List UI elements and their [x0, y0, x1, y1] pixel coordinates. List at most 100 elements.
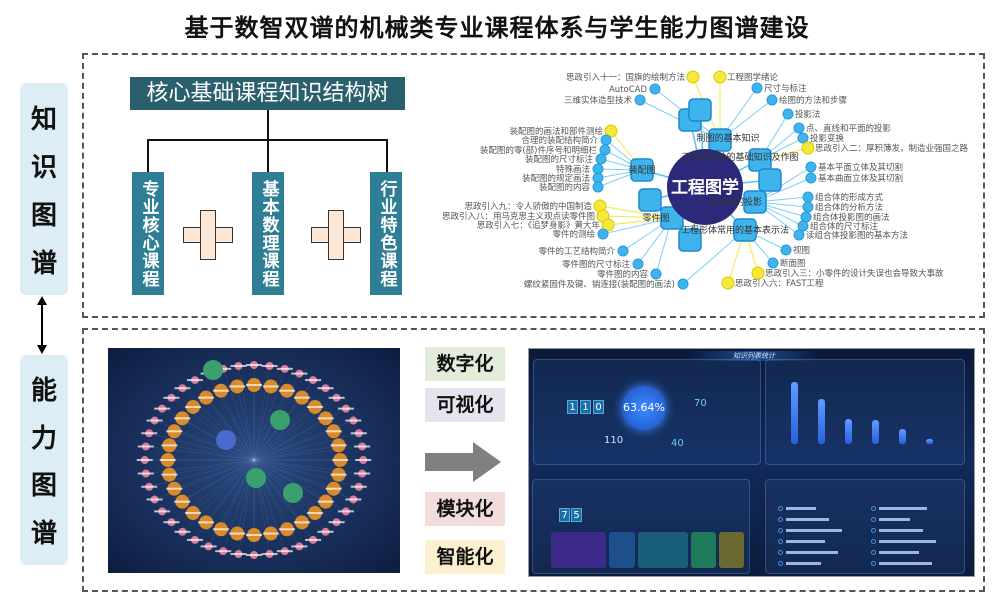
knowledge-node[interactable]	[767, 257, 779, 269]
tree-child-core: 专业核心课程	[132, 172, 164, 295]
knowledge-label: 三维实体造型技术	[564, 95, 633, 106]
hub-node[interactable]	[708, 128, 732, 152]
knowledge-node[interactable]	[802, 201, 814, 213]
resource-list-item[interactable]	[778, 550, 838, 555]
resource-block	[691, 532, 716, 568]
hub-node[interactable]	[678, 228, 702, 252]
ability-graph-image	[108, 348, 400, 573]
knowledge-node[interactable]	[793, 229, 805, 241]
hub-label: 组合体的投影	[708, 196, 762, 208]
knowledge-node[interactable]	[617, 245, 629, 257]
label-char: 识	[30, 152, 57, 183]
knowledge-node[interactable]	[632, 258, 644, 270]
resource-list-item[interactable]	[871, 506, 927, 511]
knowledge-node[interactable]	[650, 268, 662, 280]
hub-node[interactable]	[688, 98, 712, 122]
hub-node[interactable]	[733, 218, 757, 242]
tree-connector	[386, 139, 388, 172]
knowledge-label: 尺寸与标注	[764, 83, 807, 94]
center-label: 工程图学	[671, 177, 739, 198]
hub-node[interactable]	[630, 158, 654, 182]
resource-list-item[interactable]	[871, 550, 919, 555]
hub-label: 制图的基本知识	[696, 132, 759, 144]
knowledge-node[interactable]	[793, 122, 805, 134]
knowledge-node[interactable]	[800, 211, 812, 223]
label-char: 图	[30, 200, 57, 231]
page-title: 基于数智双谱的机械类专业课程体系与学生能力图谱建设	[184, 14, 810, 42]
hub-node[interactable]	[758, 168, 782, 192]
stat-value: 70	[694, 398, 707, 409]
label-char: 谱	[30, 248, 57, 279]
knowledge-label: 绘图的方法和步骤	[779, 95, 848, 106]
knowledge-label: 零件的工艺结构简介	[538, 246, 615, 257]
ideology-node[interactable]	[801, 141, 815, 155]
knowledge-node[interactable]	[805, 172, 817, 184]
ideology-node[interactable]	[751, 266, 765, 280]
knowledge-node[interactable]	[634, 94, 646, 106]
ideology-node[interactable]	[721, 276, 735, 290]
knowledge-label: 组合体的形成方式	[815, 192, 884, 203]
ability-core-node	[203, 360, 223, 380]
resource-list-item[interactable]	[871, 539, 936, 544]
knowledge-node[interactable]	[797, 132, 809, 144]
knowledge-node[interactable]	[802, 191, 814, 203]
knowledge-node[interactable]	[751, 82, 763, 94]
knowledge-node[interactable]	[797, 220, 809, 232]
resource-list-item[interactable]	[778, 539, 825, 544]
knowledge-label: 装配图的画法和部件测绘	[509, 126, 603, 137]
label-char: 图	[30, 471, 57, 502]
double-arrow-icon	[37, 296, 47, 354]
resource-list-item[interactable]	[778, 528, 842, 533]
hub-label: 装配图	[628, 164, 655, 176]
ability-core-node	[270, 410, 290, 430]
knowledge-node[interactable]	[599, 144, 611, 156]
knowledge-node[interactable]	[780, 244, 792, 256]
dashboard-title: 知识列表统计	[689, 351, 819, 361]
ideology-node[interactable]	[713, 70, 727, 84]
digit: 1	[567, 400, 578, 414]
feature-modular: 模块化	[425, 492, 505, 526]
right-arrow-icon	[425, 442, 501, 482]
resource-list-item[interactable]	[871, 561, 932, 566]
knowledge-label: 组合体的尺寸标注	[810, 221, 879, 232]
bar	[872, 420, 879, 444]
resource-list-item[interactable]	[871, 517, 910, 522]
knowledge-label: 零件的测绘	[552, 229, 595, 240]
hub-node[interactable]	[743, 190, 767, 214]
knowledge-label: 思政引入六：FAST工程	[735, 278, 824, 289]
knowledge-label: 思政引入九：令人骄傲的中国制造	[464, 201, 592, 212]
knowledge-label: 螺纹紧固件及键、销连接(装配图的画法)	[524, 279, 675, 290]
ideology-node[interactable]	[686, 70, 700, 84]
knowledge-node[interactable]	[782, 108, 794, 120]
resource-block	[638, 532, 688, 568]
digit: 0	[593, 400, 604, 414]
resource-list-item[interactable]	[778, 561, 821, 566]
knowledge-label: 思政引入三：小零件的设计失误也会导致大事故	[765, 268, 944, 279]
resource-list-item[interactable]	[871, 528, 923, 533]
plus-icon	[183, 210, 233, 260]
graph-edge	[599, 205, 673, 219]
ideology-node[interactable]	[601, 218, 615, 232]
resource-list-item[interactable]	[778, 517, 829, 522]
ability-section	[82, 328, 985, 592]
hub-node[interactable]	[638, 188, 662, 212]
knowledge-node[interactable]	[766, 94, 778, 106]
knowledge-label: 特殊画法	[556, 164, 590, 175]
bar	[818, 398, 825, 444]
overview-panel: 1 1 0 63.64% 70 110 40	[533, 359, 761, 465]
knowledge-node[interactable]	[805, 161, 817, 173]
ideology-node[interactable]	[604, 124, 618, 138]
tree-root: 核心基础课程知识结构树	[130, 77, 405, 110]
knowledge-node[interactable]	[677, 278, 689, 290]
knowledge-node[interactable]	[649, 83, 661, 95]
center-node[interactable]	[667, 149, 743, 225]
knowledge-node[interactable]	[592, 181, 604, 193]
knowledge-node[interactable]	[595, 153, 607, 165]
plus-icon	[311, 210, 361, 260]
knowledge-label: 点、直线和平面的投影	[806, 123, 892, 134]
hub-label: 正投影理论的基础知识及作图	[681, 151, 798, 163]
resource-list-item[interactable]	[778, 506, 816, 511]
tree-connector	[147, 139, 149, 172]
resource-block	[719, 532, 744, 568]
knowledge-node[interactable]	[597, 228, 609, 240]
